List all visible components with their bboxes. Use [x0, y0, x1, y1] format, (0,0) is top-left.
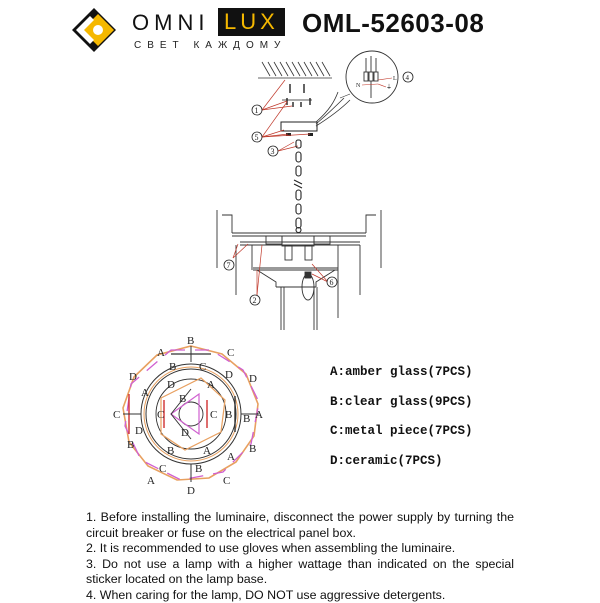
ring-label: B — [169, 361, 176, 373]
legend-item-metal-piece: C:metal piece(7PCS) — [330, 424, 473, 454]
callout-6: 6 — [330, 278, 334, 287]
legend-item-clear-glass: B:clear glass(9PCS) — [330, 395, 473, 425]
callout-3: 3 — [271, 147, 275, 156]
note-2: 2. It is recommended to use gloves when … — [86, 541, 514, 557]
ring-label: C — [223, 475, 230, 487]
ring-label: C — [157, 409, 164, 421]
mounting-screws — [282, 84, 312, 107]
callout-2: 2 — [253, 296, 257, 305]
safety-notes: 1. Before installing the luminaire, disc… — [86, 510, 514, 603]
ring-label: D — [225, 369, 233, 381]
ring-label: B — [225, 409, 232, 421]
pendant-layout-diagram: B A C B C D D D D A A B C C C B B A D D … — [113, 335, 263, 497]
callout-4: 4 — [406, 74, 410, 82]
ring-label: A — [203, 445, 211, 457]
ring-label: B — [187, 335, 194, 347]
ring-label: B — [243, 413, 250, 425]
ceiling-hatch — [258, 62, 332, 78]
ring-label: A — [255, 409, 263, 421]
ring-label: B — [179, 393, 186, 405]
ring-label: D — [167, 379, 175, 391]
canopy — [281, 122, 317, 131]
ring-label: A — [207, 379, 215, 391]
neutral-label: N — [356, 83, 361, 89]
ring-label: D — [249, 373, 257, 385]
materials-legend: A:amber glass(7PCS) B:clear glass(9PCS) … — [330, 365, 473, 483]
note-1: 1. Before installing the luminaire, disc… — [86, 510, 514, 541]
ring-label: C — [227, 347, 234, 359]
ring-label: C — [159, 463, 166, 475]
ring-label: D — [181, 427, 189, 439]
ring-label: A — [157, 347, 165, 359]
ring-label: D — [129, 371, 137, 383]
note-3: 3. Do not use a lamp with a higher watta… — [86, 557, 514, 588]
ring-label: C — [210, 409, 217, 421]
callout-5: 5 — [255, 133, 259, 142]
ring-label: B — [249, 443, 256, 455]
chain — [294, 140, 302, 233]
ring-label: B — [167, 445, 174, 457]
note-4: 4. When caring for the lamp, DO NOT use … — [86, 588, 514, 603]
ring-label: C — [113, 409, 120, 421]
legend-item-ceramic: D:ceramic(7PCS) — [330, 454, 473, 484]
callout-1: 1 — [255, 106, 259, 115]
ring-label: A — [227, 451, 235, 463]
ring-label: A — [147, 475, 155, 487]
ring-label: D — [135, 425, 143, 437]
legend-item-amber-glass: A:amber glass(7PCS) — [330, 365, 473, 395]
ring-label: B — [195, 463, 202, 475]
ring-label: C — [199, 361, 206, 373]
ring-label: A — [141, 387, 149, 399]
callout-7: 7 — [227, 261, 231, 270]
ground-label: ⏚ — [386, 84, 392, 91]
live-label: L — [393, 76, 397, 82]
ring-label: D — [187, 485, 195, 497]
ring-label: B — [127, 439, 134, 451]
